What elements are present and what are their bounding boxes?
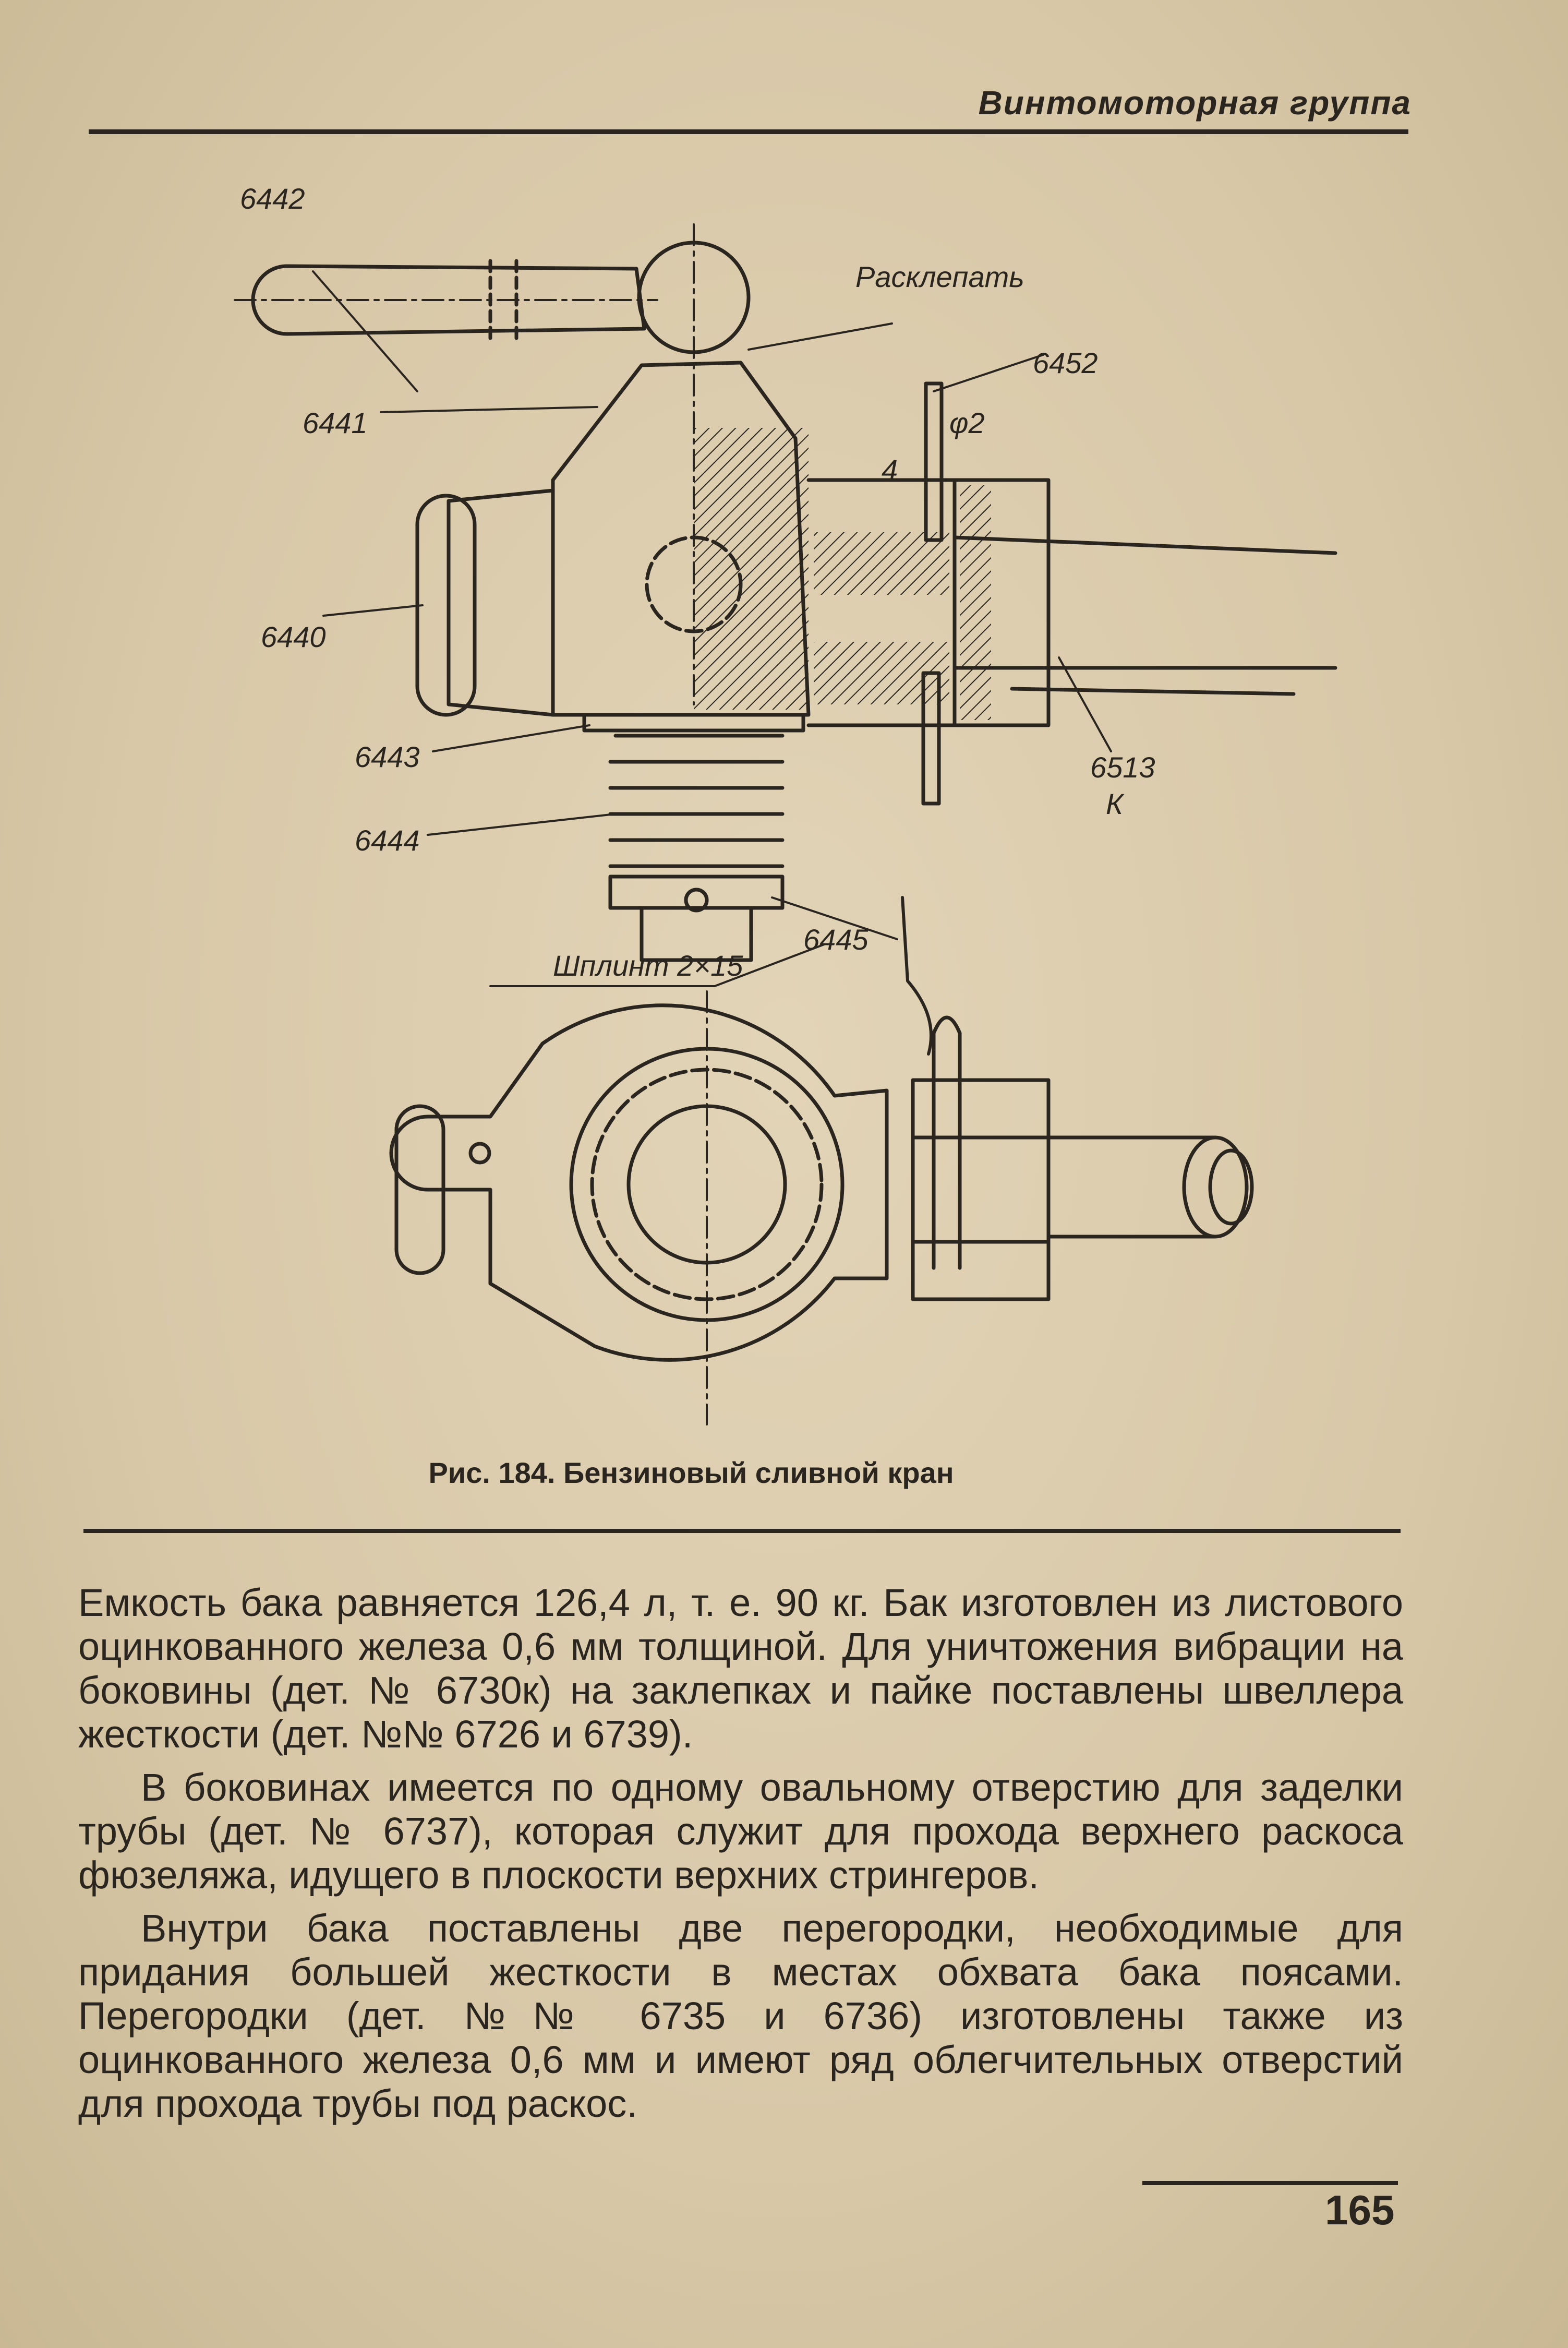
label-rasklepat: Расклепать <box>855 260 1024 293</box>
label-6441: 6441 <box>303 406 368 439</box>
cap-6440 <box>415 494 477 717</box>
label-6445: 6445 <box>803 923 869 956</box>
pipe-6513 <box>952 535 1337 555</box>
handle-6442 <box>251 264 646 336</box>
body-text: Емкость бака равняется 126,4 л, т. е. 90… <box>78 1581 1403 2135</box>
technical-drawing: 6442 Расклепать 6452 φ2 4 6441 6440 6443… <box>156 157 1461 1461</box>
running-header: Винтомоторная группа <box>978 84 1412 122</box>
drawing-svg: 6442 Расклепать 6452 φ2 4 6441 6440 6443… <box>234 182 1337 1425</box>
washer-6443 <box>582 713 805 733</box>
figure-caption: Рис. 184. Бензиновый сливной кран <box>428 1456 954 1489</box>
plug-6445 <box>608 874 785 910</box>
caption-rule <box>83 1529 1401 1533</box>
label-6513: 6513 <box>1090 751 1155 784</box>
header-rule <box>89 129 1408 134</box>
label-6452: 6452 <box>1033 346 1098 379</box>
label-6444: 6444 <box>355 824 420 857</box>
paragraph-1: Емкость бака равняется 126,4 л, т. е. 90… <box>78 1581 1403 1756</box>
lower-nut <box>911 1078 1051 1301</box>
fitting <box>806 478 957 727</box>
pin-6452 <box>924 381 944 542</box>
valve-plug <box>645 535 743 633</box>
footer-rule <box>1142 2181 1398 2185</box>
lower-cap <box>394 1104 445 1275</box>
label-phi2: φ2 <box>949 406 985 439</box>
spring-6444 <box>608 734 785 868</box>
label-6442: 6442 <box>240 182 305 215</box>
label-4: 4 <box>882 453 898 486</box>
label-6443: 6443 <box>355 740 420 773</box>
label-K: К <box>1106 787 1125 820</box>
lower-pipe <box>1046 1135 1217 1239</box>
rivet-head <box>637 241 751 354</box>
label-shplint: Шплинт 2×15 <box>553 949 743 982</box>
left-neck <box>447 488 555 717</box>
page-number: 165 <box>1325 2187 1395 2233</box>
paragraph-2: В боковинах имеется по одному овальному … <box>78 1766 1403 1897</box>
label-6440: 6440 <box>261 620 326 653</box>
cotter-pin <box>932 1015 962 1270</box>
paragraph-3: Внутри бака поставлены две перегородки, … <box>78 1907 1403 2125</box>
lower-body <box>389 1003 889 1362</box>
